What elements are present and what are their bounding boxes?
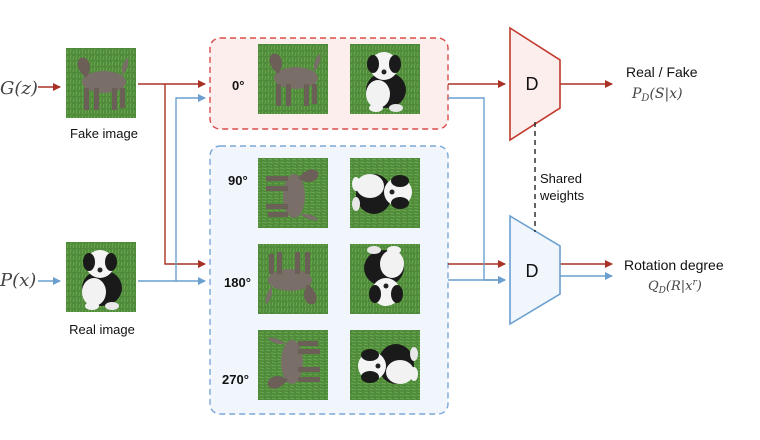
fake-rot-180 [258, 244, 328, 314]
rotation-formula: QD(R|xr) [648, 278, 702, 296]
real-rot-270 [350, 330, 420, 400]
real-rot-90 [350, 158, 420, 228]
real-rot-0 [350, 44, 420, 114]
real-rot-180 [350, 244, 420, 314]
fake-routing [138, 80, 613, 268]
fake-image [66, 48, 136, 118]
real-distribution-label: P(x) [0, 270, 36, 291]
fake-image-caption: Fake image [70, 126, 138, 141]
fake-rot-0 [258, 44, 328, 114]
generator-label: G(z) [0, 78, 38, 99]
shared-weights-label-line1: Shared [540, 171, 582, 186]
real-image [66, 242, 136, 312]
real-routing [138, 94, 613, 285]
real-fake-formula: PD(S|x) [631, 86, 683, 104]
discriminator-top [509, 26, 561, 142]
real-fake-output-label: Real / Fake [626, 64, 698, 80]
real-image-caption: Real image [69, 322, 135, 337]
discriminator-bottom [509, 214, 561, 326]
angle-label-0: 0° [232, 78, 244, 93]
discriminator-top-label: D [526, 74, 539, 94]
shared-weights-label-line2: weights [539, 188, 585, 203]
fake-rot-270 [258, 330, 328, 400]
discriminator-bottom-label: D [526, 261, 539, 281]
angle-label-180: 180° [224, 275, 251, 290]
fake-rot-90 [258, 158, 328, 228]
angle-label-270: 270° [222, 372, 249, 387]
angle-label-90: 90° [228, 173, 248, 188]
rotation-output-label: Rotation degree [624, 257, 724, 273]
